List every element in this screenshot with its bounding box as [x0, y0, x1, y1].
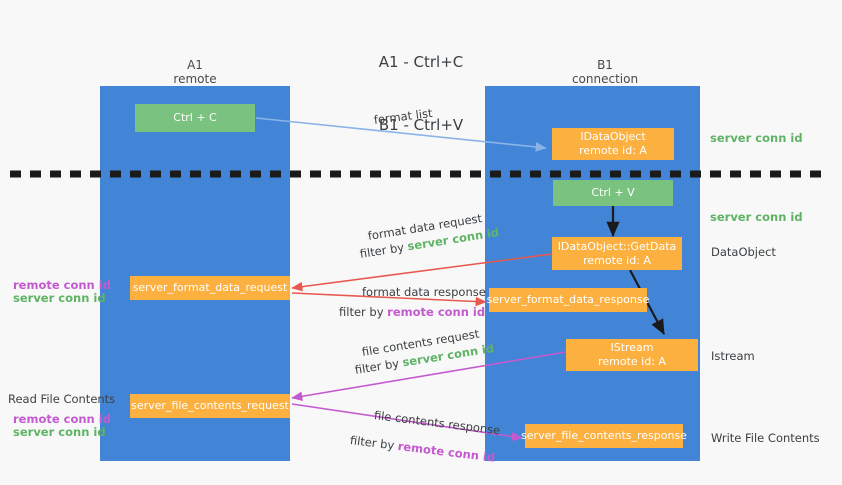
- lane-header-a1: A1 remote: [135, 58, 255, 86]
- lane-a1-sub: remote: [173, 72, 217, 86]
- box-istream[interactable]: IStream remote id: A: [566, 339, 698, 371]
- box-server-file-contents-request-label: server_file_contents_request: [131, 399, 289, 412]
- label-left-remote-conn-id-2: remote conn id: [13, 412, 111, 426]
- box-server-format-data-response[interactable]: server_format_data_response: [486, 288, 650, 312]
- box-idataobject-line1: IDataObject: [580, 130, 646, 143]
- lane-a1-name: A1: [187, 58, 203, 72]
- label-right-write-file-contents: Write File Contents: [711, 431, 820, 445]
- box-getdata-line1: IDataObject::GetData: [557, 239, 677, 253]
- box-ctrl-v[interactable]: Ctrl + V: [553, 180, 673, 206]
- caption-filter-prefix-4: filter by: [349, 433, 399, 453]
- label-left-server-conn-id-2: server conn id: [13, 425, 106, 439]
- box-server-file-contents-response-label: server_file_contents_response: [521, 429, 687, 442]
- caption-file-contents-response-text: file contents response: [373, 408, 502, 438]
- caption-format-data-response-filter: filter by remote conn id: [339, 305, 485, 320]
- label-left-server-conn-id-1: server conn id: [13, 291, 106, 305]
- box-getdata-line2: remote id: A: [583, 253, 651, 267]
- box-server-format-data-request-label: server_format_data_request: [132, 281, 288, 294]
- caption-filter-prefix-1: filter by: [358, 239, 409, 261]
- label-right-dataobject: DataObject: [711, 245, 776, 259]
- caption-filter-value-2: remote conn id: [387, 305, 486, 319]
- caption-format-data-response: format data response: [362, 285, 486, 300]
- box-getdata[interactable]: IDataObject::GetData remote id: A: [552, 237, 682, 270]
- caption-format-data-response-text: format data response: [362, 285, 486, 299]
- box-idataobject-line2: remote id: A: [579, 144, 647, 157]
- caption-file-contents-response: file contents response: [373, 408, 501, 438]
- box-server-file-contents-response[interactable]: server_file_contents_response: [521, 424, 687, 448]
- label-right-istream: Istream: [711, 349, 755, 363]
- caption-filter-prefix-2: filter by: [339, 305, 388, 319]
- label-left-read-file-contents: Read File Contents: [8, 392, 116, 406]
- box-idataobject[interactable]: IDataObject remote id: A: [552, 128, 674, 160]
- box-istream-line2: remote id: A: [598, 355, 666, 368]
- label-right-server-conn-id-1: server conn id: [710, 131, 803, 145]
- lane-header-b1: B1 connection: [545, 58, 665, 86]
- box-server-format-data-response-label: server_format_data_response: [486, 293, 650, 306]
- box-ctrl-c-label: Ctrl + C: [173, 111, 217, 124]
- label-right-server-conn-id-2: server conn id: [710, 210, 803, 224]
- box-server-file-contents-request[interactable]: server_file_contents_request: [130, 394, 290, 418]
- caption-filter-prefix-3: filter by: [353, 355, 404, 377]
- caption-file-contents-response-filter: filter by remote conn id: [349, 433, 496, 466]
- box-server-format-data-request[interactable]: server_format_data_request: [130, 276, 290, 300]
- lane-b1-name: B1: [597, 58, 613, 72]
- box-istream-line1: IStream: [610, 341, 654, 354]
- box-ctrl-c[interactable]: Ctrl + C: [135, 104, 255, 132]
- diagram-title-line1: A1 - Ctrl+C: [378, 53, 464, 71]
- caption-filter-value-4: remote conn id: [397, 438, 496, 465]
- box-ctrl-v-label: Ctrl + V: [591, 186, 635, 199]
- lane-b1-sub: connection: [571, 72, 639, 86]
- label-left-remote-conn-id-1: remote conn id: [13, 278, 111, 292]
